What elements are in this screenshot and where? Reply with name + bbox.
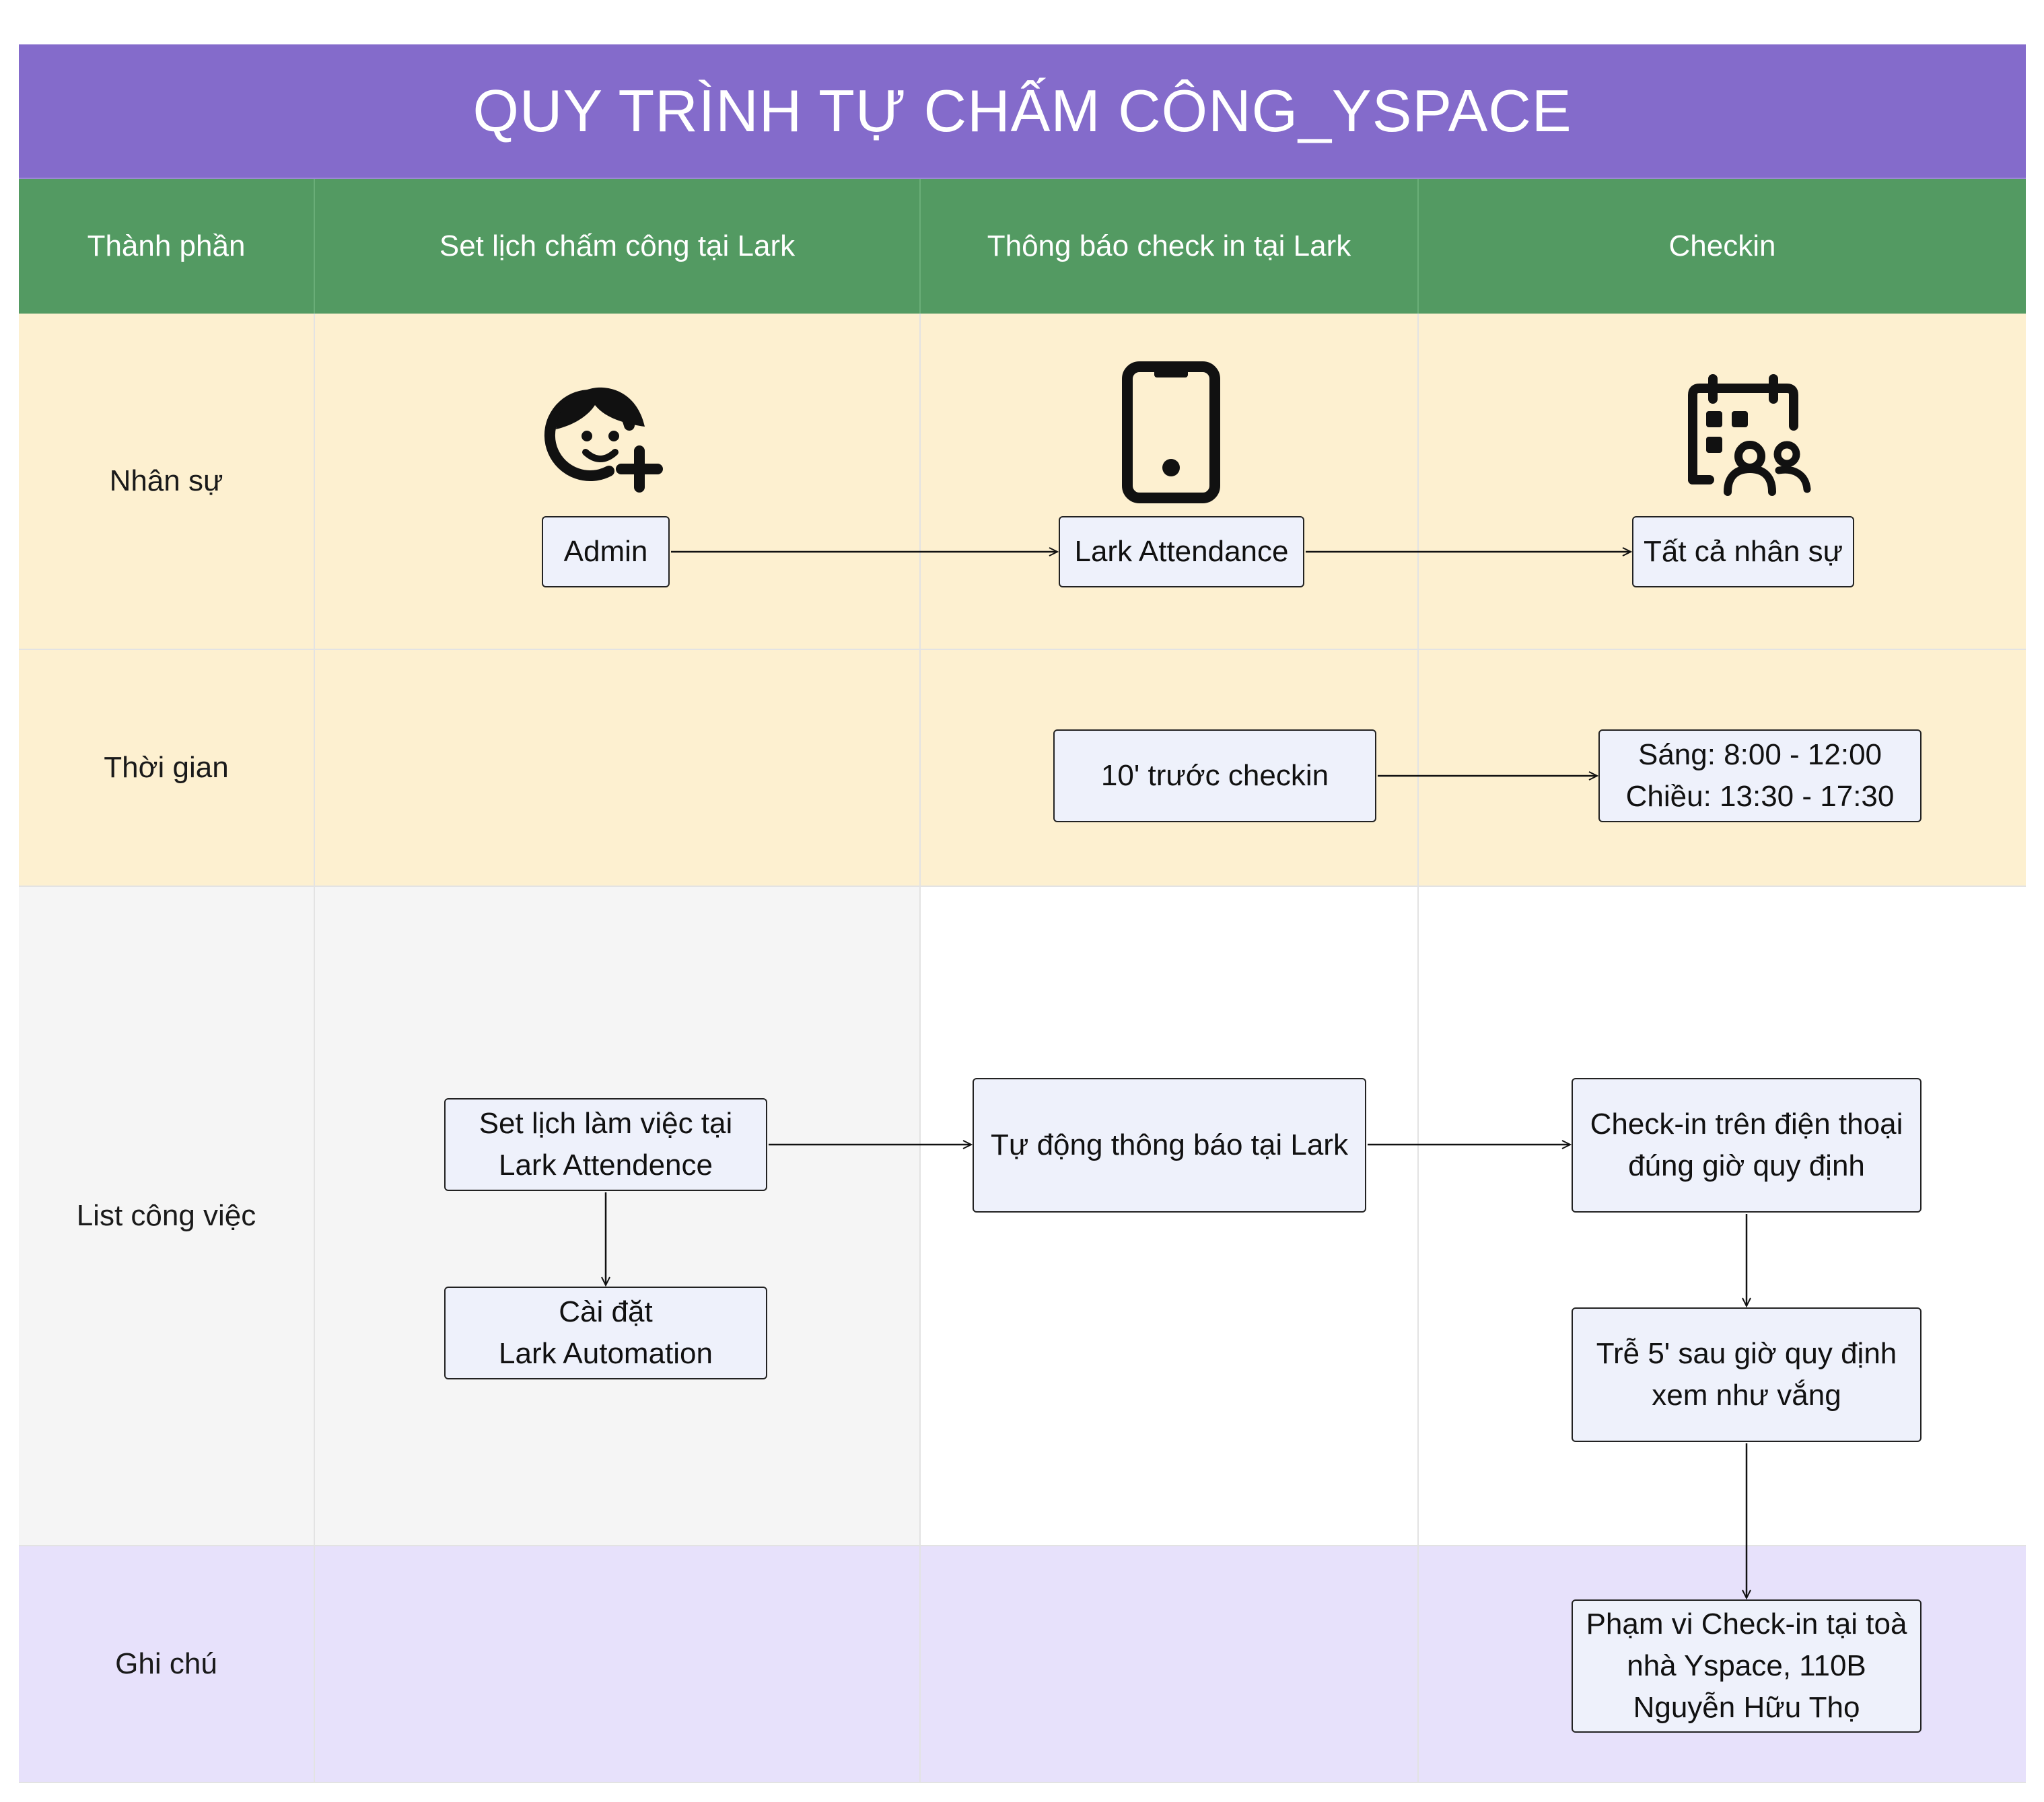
node-install-automation: Cài đặt Lark Automation [444, 1287, 767, 1379]
node-checkin-phone-line2: đúng giờ quy định [1628, 1149, 1865, 1182]
cell-staff-checkin [1419, 314, 2026, 650]
node-install-automation-line2: Lark Automation [499, 1337, 713, 1370]
cell-time-schedule [315, 650, 921, 887]
node-auto-notify-label: Tự động thông báo tại Lark [991, 1128, 1348, 1161]
column-header-checkin: Checkin [1419, 179, 2026, 314]
row-label-notes: Ghi chú [19, 1546, 315, 1783]
face-add-icon [544, 387, 663, 493]
column-header-notification: Thông báo check in tại Lark [921, 179, 1419, 314]
node-lark-attendance: Lark Attendance [1059, 516, 1304, 587]
node-working-hours-afternoon: Chiều: 13:30 - 17:30 [1625, 780, 1895, 813]
page-title: QUY TRÌNH TỰ CHẤM CÔNG_YSPACE [472, 77, 1572, 144]
row-label-time: Thời gian [19, 650, 315, 887]
node-install-automation-line1: Cài đặt [559, 1295, 653, 1328]
node-late-absent-line2: xem như vắng [1652, 1379, 1841, 1412]
row-label-tasks: List công việc [19, 887, 315, 1546]
node-checkin-phone-line1: Check-in trên điện thoại [1590, 1108, 1903, 1141]
node-working-hours: Sáng: 8:00 - 12:00 Chiều: 13:30 - 17:30 [1598, 729, 1922, 822]
node-late-absent-line1: Trễ 5' sau giờ quy định [1596, 1337, 1897, 1370]
node-checkin-scope-line2: nhà Yspace, 110B [1627, 1649, 1866, 1682]
node-set-schedule-line2: Lark Attendence [498, 1149, 713, 1182]
node-lark-attendance-label: Lark Attendance [1074, 535, 1289, 568]
cell-tasks-notification [921, 887, 1419, 1546]
cell-staff-schedule [315, 314, 921, 650]
title-bar: QUY TRÌNH TỰ CHẤM CÔNG_YSPACE [19, 44, 2026, 179]
mobile-phone-icon [1122, 361, 1220, 503]
node-checkin-scope-line1: Phạm vi Check-in tại toà [1586, 1608, 1907, 1641]
cell-notes-notification [921, 1546, 1419, 1783]
node-all-staff: Tất cả nhân sự [1632, 516, 1854, 587]
node-checkin-phone: Check-in trên điện thoại đúng giờ quy đị… [1572, 1078, 1922, 1213]
node-set-schedule: Set lịch làm việc tại Lark Attendence [444, 1098, 767, 1191]
column-header-component: Thành phần [19, 179, 315, 314]
node-all-staff-label: Tất cả nhân sự [1643, 535, 1843, 568]
column-header-set-schedule: Set lịch chấm công tại Lark [315, 179, 921, 314]
node-before-checkin: 10' trước checkin [1053, 729, 1376, 822]
node-admin-label: Admin [563, 535, 648, 568]
node-before-checkin-label: 10' trước checkin [1100, 759, 1329, 792]
cell-notes-schedule [315, 1546, 921, 1783]
row-label-staff: Nhân sự [19, 314, 315, 650]
node-checkin-scope: Phạm vi Check-in tại toà nhà Yspace, 110… [1572, 1599, 1922, 1733]
node-admin: Admin [542, 516, 670, 587]
node-auto-notify: Tự động thông báo tại Lark [973, 1078, 1366, 1213]
cell-tasks-schedule [315, 887, 921, 1546]
node-set-schedule-line1: Set lịch làm việc tại [479, 1107, 733, 1140]
calendar-people-icon [1688, 374, 1811, 496]
node-late-absent: Trễ 5' sau giờ quy định xem như vắng [1572, 1307, 1922, 1442]
node-working-hours-morning: Sáng: 8:00 - 12:00 [1637, 738, 1882, 771]
node-checkin-scope-line3: Nguyễn Hữu Thọ [1633, 1691, 1860, 1724]
